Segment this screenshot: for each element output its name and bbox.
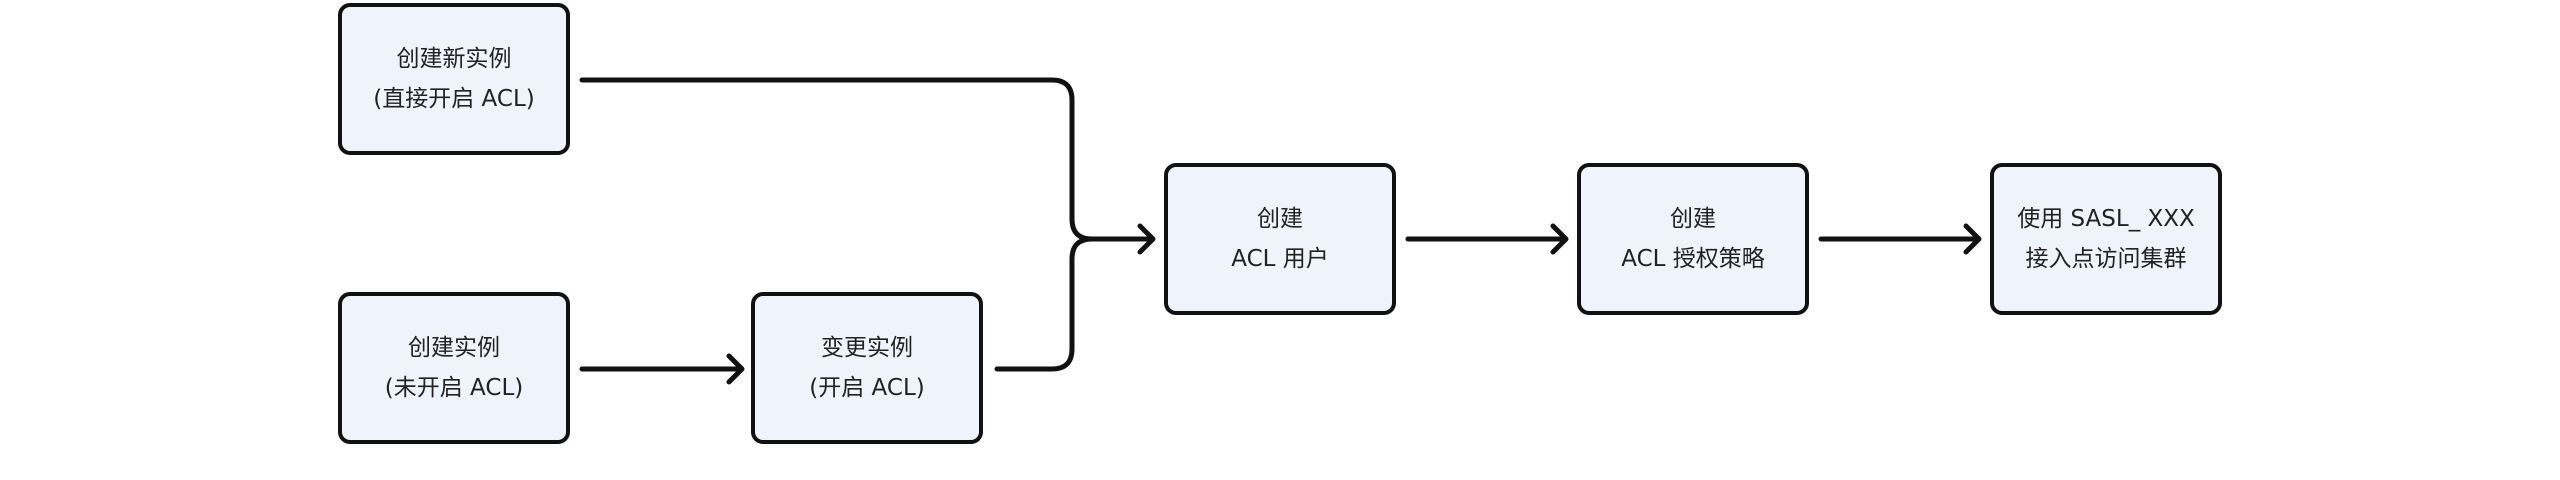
edge-create-new-to-acl-user (579, 77, 1153, 242)
node-label: (开启 ACL) (809, 375, 925, 401)
node-access-cluster: 使用 SASL_ XXX 接入点访问集群 (1990, 163, 2222, 315)
node-create-instance: 创建实例 (未开启 ACL) (338, 292, 570, 444)
node-label: 创建 (1257, 206, 1303, 232)
arrowhead-icon (1963, 223, 1982, 255)
node-label: (直接开启 ACL) (373, 86, 535, 112)
edge-change-to-acl-user (994, 236, 1095, 372)
node-label: (未开启 ACL) (384, 375, 524, 401)
node-label: 创建新实例 (396, 46, 512, 72)
node-label: 变更实例 (821, 335, 913, 361)
node-label: ACL 授权策略 (1621, 246, 1765, 272)
node-create-acl-policy: 创建 ACL 授权策略 (1577, 163, 1809, 315)
arrowhead-icon (726, 353, 745, 385)
node-label: 接入点访问集群 (2025, 246, 2187, 272)
node-label: 创建实例 (408, 335, 500, 361)
node-label: 创建 (1670, 206, 1716, 232)
node-create-acl-user: 创建 ACL 用户 (1164, 163, 1396, 315)
arrowhead-icon (1137, 223, 1156, 255)
node-label: ACL 用户 (1231, 246, 1329, 272)
node-change-instance: 变更实例 (开启 ACL) (751, 292, 983, 444)
arrowhead-icon (1550, 223, 1569, 255)
node-label: 使用 SASL_ XXX (2017, 206, 2195, 232)
node-create-new-instance: 创建新实例 (直接开启 ACL) (338, 3, 570, 155)
